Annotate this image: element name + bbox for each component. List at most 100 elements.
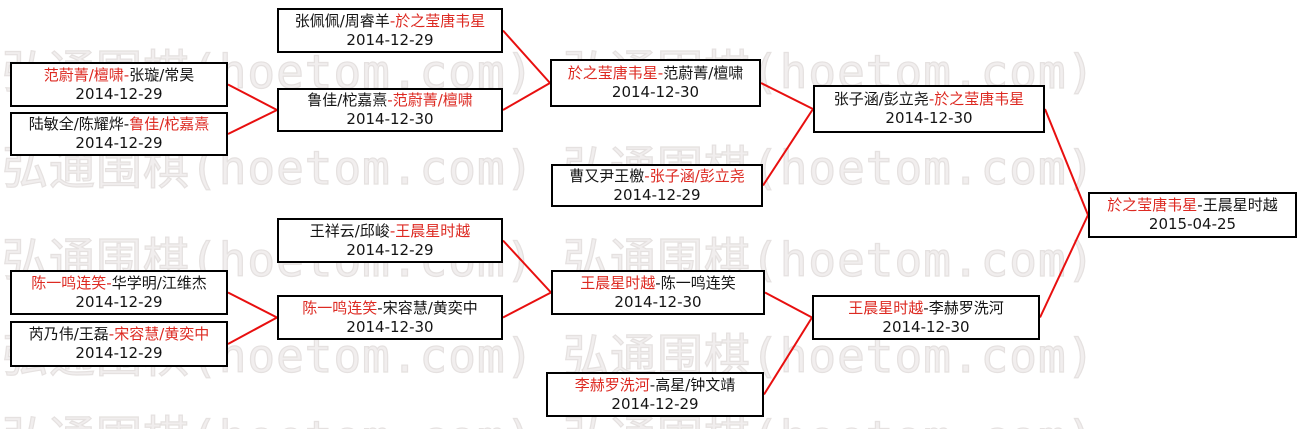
team-left: 李赫罗洗河 xyxy=(574,375,650,394)
team-left: 王晨星时越 xyxy=(848,298,924,317)
dash-separator: - xyxy=(377,298,383,317)
team-left: 陆敏全/陈耀烨 xyxy=(28,115,124,133)
team-right: 王晨星时越 xyxy=(1202,196,1278,214)
team-left: 陈一鸣连笑 xyxy=(31,273,107,292)
match-result: 於之莹唐韦星-王晨星时越 xyxy=(1090,196,1295,215)
team-right: 於之莹唐韦星 xyxy=(934,90,1025,108)
match-result: 陈一鸣连笑-华学明/江维杰 xyxy=(12,274,226,293)
team-right: 李赫罗洗河 xyxy=(928,298,1004,317)
connector-line xyxy=(762,108,814,187)
dash-separator: - xyxy=(389,11,396,30)
match-date: 2014-12-29 xyxy=(75,344,163,362)
match-result: 王祥云/邱峻-王晨星时越 xyxy=(279,222,501,241)
team-left: 张子涵/彭立尧 xyxy=(833,90,929,108)
match-date: 2014-12-30 xyxy=(882,317,970,336)
match-date: 2014-12-30 xyxy=(611,83,700,101)
match-result: 李赫罗洗河-高星/钟文靖 xyxy=(548,376,762,395)
match-date: 2014-12-29 xyxy=(75,292,163,311)
team-right: 陈一鸣连笑 xyxy=(660,273,736,292)
team-right: 王晨星时越 xyxy=(395,221,471,240)
connector-line xyxy=(502,29,551,84)
team-right: 宋容慧/黄奕中 xyxy=(382,298,478,317)
dash-separator: - xyxy=(108,325,115,343)
match-result: 范蔚菁/檀啸-张璇/常昊 xyxy=(12,66,226,85)
team-right: 张子涵/彭立尧 xyxy=(649,166,745,185)
match-date: 2014-12-30 xyxy=(346,110,434,128)
dash-separator: - xyxy=(644,166,650,185)
dash-separator: - xyxy=(1197,196,1203,214)
connector-line xyxy=(227,316,278,345)
connector-line xyxy=(763,316,813,396)
connector-line xyxy=(227,83,278,111)
match-date: 2014-12-29 xyxy=(613,185,701,204)
match-result: 曹又尹王檄-张子涵/彭立尧 xyxy=(553,167,761,186)
match-result: 张子涵/彭立尧-於之莹唐韦星 xyxy=(815,90,1043,109)
team-right: 宋容慧/黄奕中 xyxy=(114,325,210,343)
team-right: 张璇/常昊 xyxy=(129,65,195,84)
team-left: 张佩佩/周睿羊 xyxy=(294,11,390,30)
connector-line xyxy=(1044,108,1089,216)
watermark-text: 弘通围棋(hoetom.com) 弘通围棋(hoetom.com) xyxy=(1,402,1095,429)
match-date: 2014-12-30 xyxy=(614,292,702,311)
team-left: 芮乃伟/王磊 xyxy=(28,325,109,343)
match-date: 2014-12-29 xyxy=(75,84,163,103)
match-result: 张佩佩/周睿羊-於之莹唐韦星 xyxy=(279,12,501,31)
match-result: 王晨星时越-李赫罗洗河 xyxy=(814,299,1038,318)
match-date: 2014-12-30 xyxy=(346,317,434,336)
match-date: 2014-12-29 xyxy=(75,134,163,152)
connector-line xyxy=(1039,214,1089,318)
dash-separator: - xyxy=(657,64,664,82)
team-right: 范蔚菁/檀啸 xyxy=(392,91,473,109)
match-date: 2014-12-29 xyxy=(611,394,699,413)
dash-separator: - xyxy=(123,115,130,133)
connector-line xyxy=(227,109,278,135)
dash-separator: - xyxy=(106,273,112,292)
team-left: 於之莹唐韦星 xyxy=(567,64,658,82)
match-result: 鲁佳/柁嘉熹-范蔚菁/檀啸 xyxy=(279,91,501,110)
dash-separator: - xyxy=(923,298,929,317)
connector-line xyxy=(764,291,813,319)
match-date: 2014-12-30 xyxy=(885,109,973,127)
connector-line xyxy=(502,239,552,294)
team-left: 王晨星时越 xyxy=(580,273,656,292)
match-date: 2014-12-29 xyxy=(346,240,434,259)
team-right: 鲁佳/柁嘉熹 xyxy=(129,115,210,133)
match-result: 芮乃伟/王磊-宋容慧/黄奕中 xyxy=(12,325,226,344)
match-result: 王晨星时越-陈一鸣连笑 xyxy=(553,274,763,293)
dash-separator: - xyxy=(387,91,393,109)
match-result: 陈一鸣连笑-宋容慧/黄奕中 xyxy=(279,299,501,318)
connector-line xyxy=(227,291,278,319)
team-left: 范蔚菁/檀啸 xyxy=(43,65,124,84)
team-left: 鲁佳/柁嘉熹 xyxy=(307,91,388,109)
team-left: 陈一鸣连笑 xyxy=(302,298,378,317)
match-date: 2014-12-29 xyxy=(346,30,434,49)
team-right: 於之莹唐韦星 xyxy=(395,11,486,30)
team-left: 王祥云/邱峻 xyxy=(309,221,390,240)
match-result: 陆敏全/陈耀烨-鲁佳/柁嘉熹 xyxy=(12,115,226,134)
team-left: 曹又尹王檄 xyxy=(569,166,645,185)
match-date: 2015-04-25 xyxy=(1148,215,1237,233)
match-result: 於之莹唐韦星-范蔚菁/檀啸 xyxy=(552,64,759,83)
dash-separator: - xyxy=(389,221,396,240)
team-left: 於之莹唐韦星 xyxy=(1107,196,1198,214)
team-right: 范蔚菁/檀啸 xyxy=(663,64,744,82)
dash-separator: - xyxy=(655,273,661,292)
connector-line xyxy=(760,82,814,110)
